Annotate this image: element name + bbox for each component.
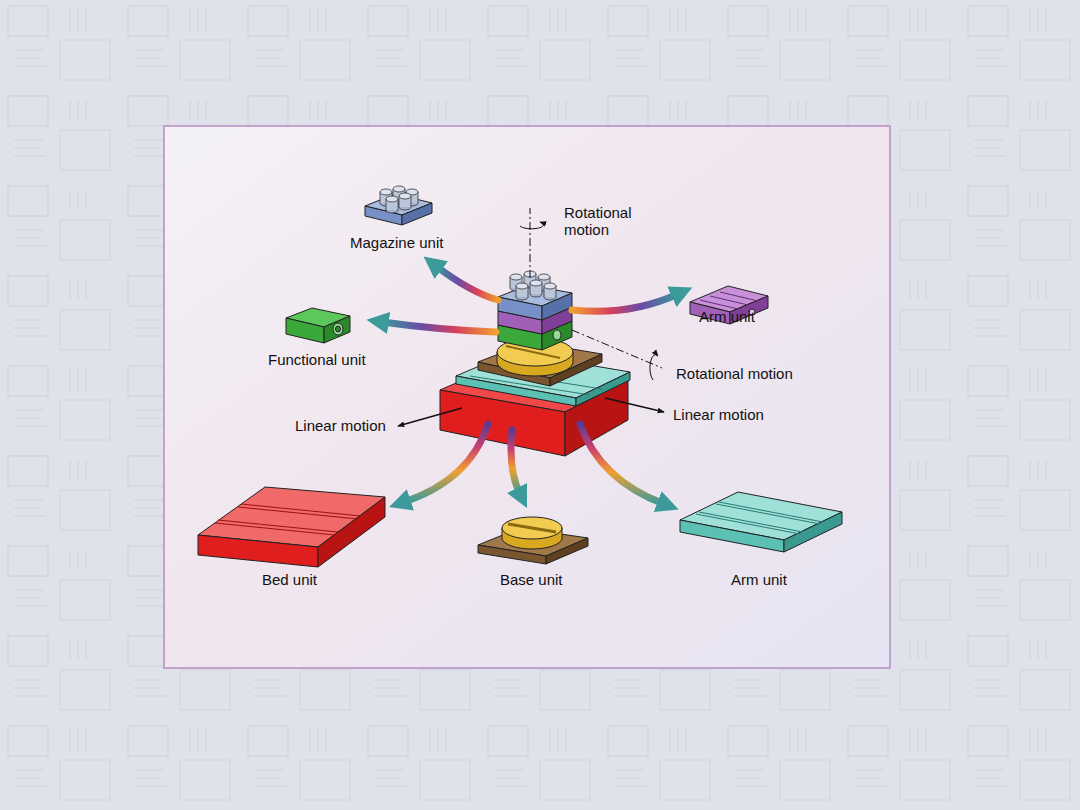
bed-unit-part bbox=[198, 487, 385, 567]
part-label: Rotational motion bbox=[676, 365, 793, 382]
explode-arrows bbox=[382, 266, 678, 504]
arm-unit-part bbox=[690, 286, 768, 324]
part-label: Bed unit bbox=[262, 571, 317, 588]
part-label: Functional unit bbox=[268, 351, 366, 368]
part-label: Arm unit bbox=[699, 308, 755, 325]
part-label: Magazine unit bbox=[350, 234, 443, 251]
part-label: Linear motion bbox=[295, 417, 386, 434]
arm-unit-part bbox=[680, 492, 842, 552]
part-label: Linear motion bbox=[673, 406, 764, 423]
part-label: Base unit bbox=[500, 571, 563, 588]
base-unit-part bbox=[478, 517, 588, 564]
panel bbox=[164, 126, 890, 668]
part-label: Arm unit bbox=[731, 571, 787, 588]
part-label: Rotational motion bbox=[564, 204, 644, 238]
functional-unit-part bbox=[286, 308, 350, 343]
